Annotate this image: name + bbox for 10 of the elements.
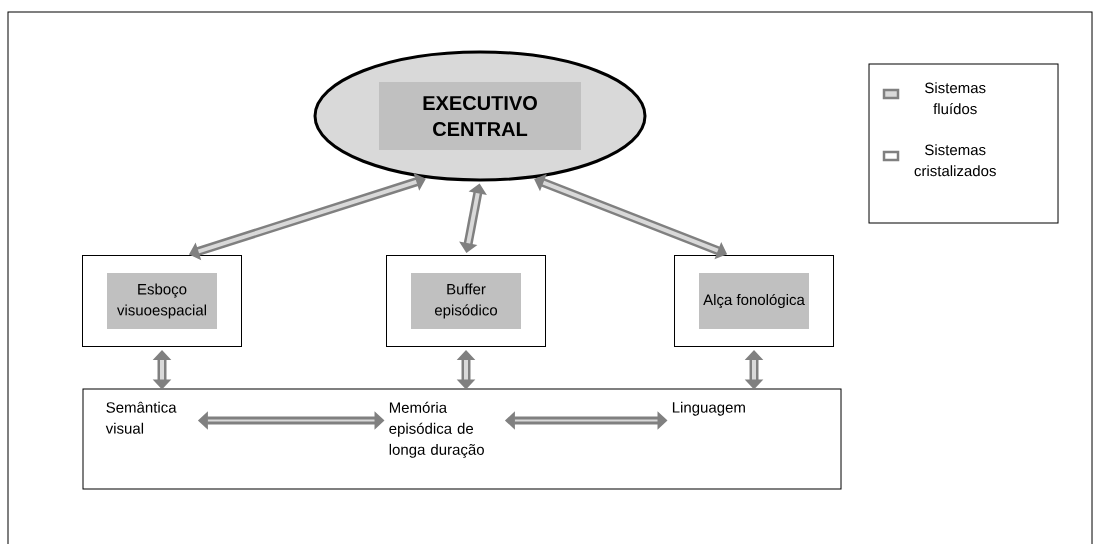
legend-label: Sistemas cristalizados (914, 144, 996, 177)
legend-label: Sistemas fluídos (925, 82, 986, 115)
memory-label: Semântica visual (105, 401, 177, 434)
process-box: Alça fonológica (674, 255, 834, 347)
memory-box (82, 388, 842, 490)
memory-label: Linguagem (672, 401, 745, 416)
ellipse-node: EXECUTIVO CENTRAL (313, 50, 647, 182)
process-box: Esboço visuoespacial (82, 255, 242, 347)
memory-label: Memória episódica de longa duração (389, 401, 484, 458)
process-box: Buffer episódico (386, 255, 546, 347)
